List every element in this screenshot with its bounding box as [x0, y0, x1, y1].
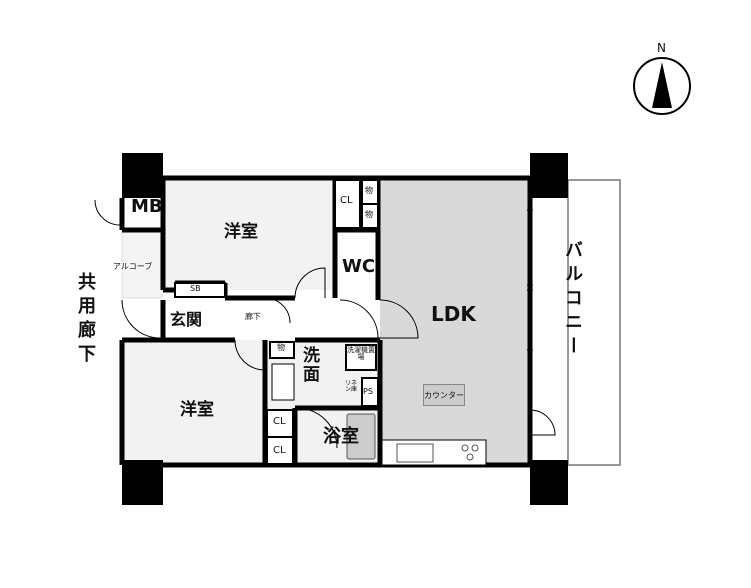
- pillars: [122, 153, 568, 505]
- kitchen-sink: [396, 443, 434, 463]
- sb-label: SB: [190, 284, 201, 293]
- ldk-floor: [380, 178, 530, 465]
- shared-corridor-label: 共用廊下: [75, 272, 96, 368]
- north-arrow-icon: [652, 62, 672, 108]
- bathtub: [346, 413, 376, 460]
- storage-2-label: 物: [365, 210, 373, 219]
- compass-north-label: N: [657, 41, 666, 55]
- linen-storage-label: リネン庫: [345, 380, 358, 393]
- alcove-floor: [121, 229, 163, 299]
- washroom-label: 洗面: [299, 346, 319, 384]
- western-room-2-label: 洋室: [180, 400, 214, 420]
- storage-3-label: 物: [277, 343, 285, 352]
- western-room-2-floor: [122, 340, 265, 465]
- storage-1-label: 物: [365, 186, 373, 195]
- washbasin: [271, 363, 295, 401]
- windows: [527, 209, 533, 351]
- western-room-1-floor: [163, 178, 335, 290]
- alcove-label: アルコーブ: [113, 262, 153, 271]
- ps-label: PS: [363, 387, 373, 396]
- entrance-label: 玄関: [170, 310, 203, 329]
- closets: [174, 179, 379, 465]
- closet-3-label: CL: [273, 445, 286, 456]
- stove-icon: [461, 444, 479, 461]
- door-swings: [94, 199, 556, 449]
- hallway-label: 廊下: [245, 312, 261, 321]
- mb-label: MB: [131, 196, 163, 217]
- counter-label: カウンター: [423, 384, 465, 406]
- balcony-outline: [567, 179, 621, 466]
- balcony-label: バルコニー: [562, 240, 583, 360]
- ldk-label: LDK: [431, 302, 476, 326]
- western-room-1-label: 洋室: [224, 222, 258, 242]
- closet-2-label: CL: [273, 416, 286, 427]
- bathroom-label: 浴室: [323, 426, 359, 447]
- closet-1-label: CL: [340, 195, 353, 206]
- wc-label: WC: [342, 256, 376, 277]
- laundry-space-label: 洗濯機置場: [347, 346, 375, 361]
